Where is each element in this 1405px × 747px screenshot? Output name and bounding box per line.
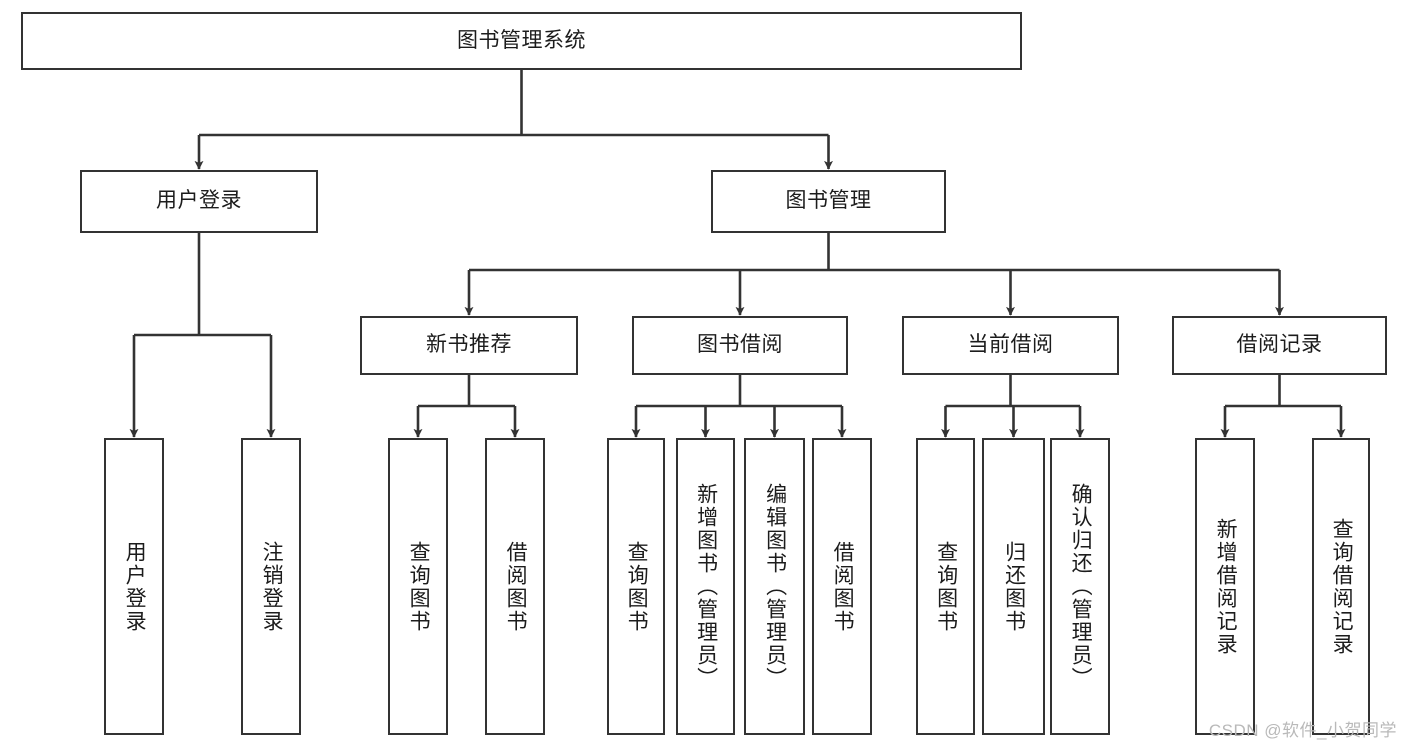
node-label-leaf-rec-add: 新增借阅记录	[1214, 517, 1238, 656]
node-label-leaf-bw-add: 新增图书（管理员）	[694, 483, 718, 690]
node-label-leaf-bw-edit: 编辑图书（管理员）	[763, 483, 787, 690]
node-label-records: 借阅记录	[1236, 333, 1323, 357]
node-label-leaf-user-login: 用户登录	[123, 540, 147, 633]
node-leaf-bw-borrow[interactable]: 借阅图书	[812, 438, 872, 735]
node-leaf-bw-add[interactable]: 新增图书（管理员）	[676, 438, 735, 735]
node-bookmgmt[interactable]: 图书管理	[711, 170, 946, 233]
node-current[interactable]: 当前借阅	[902, 316, 1119, 375]
node-label-leaf-nb-query: 查询图书	[407, 540, 431, 633]
node-label-leaf-cur-confirm: 确认归还（管理员）	[1069, 483, 1093, 690]
node-login[interactable]: 用户登录	[80, 170, 318, 233]
node-label-leaf-bw-borrow: 借阅图书	[831, 540, 855, 633]
node-root[interactable]: 图书管理系统	[21, 12, 1022, 70]
node-records[interactable]: 借阅记录	[1172, 316, 1387, 375]
node-label-newbook: 新书推荐	[426, 333, 512, 357]
node-leaf-user-login[interactable]: 用户登录	[104, 438, 164, 735]
node-newbook[interactable]: 新书推荐	[360, 316, 578, 375]
edge-group	[129, 70, 1346, 438]
node-leaf-cur-return[interactable]: 归还图书	[982, 438, 1045, 735]
node-leaf-cur-confirm[interactable]: 确认归还（管理员）	[1050, 438, 1110, 735]
node-leaf-bw-query[interactable]: 查询图书	[607, 438, 665, 735]
node-leaf-nb-query[interactable]: 查询图书	[388, 438, 448, 735]
node-label-leaf-cur-return: 归还图书	[1002, 540, 1026, 633]
node-label-leaf-user-logout: 注销登录	[260, 540, 284, 633]
node-label-leaf-rec-query: 查询借阅记录	[1330, 517, 1354, 656]
node-label-borrow: 图书借阅	[697, 333, 783, 357]
node-leaf-nb-borrow[interactable]: 借阅图书	[485, 438, 545, 735]
node-leaf-user-logout[interactable]: 注销登录	[241, 438, 301, 735]
node-leaf-rec-query[interactable]: 查询借阅记录	[1312, 438, 1370, 735]
node-label-root: 图书管理系统	[457, 28, 586, 52]
node-leaf-bw-edit[interactable]: 编辑图书（管理员）	[744, 438, 805, 735]
node-label-leaf-bw-query: 查询图书	[625, 540, 649, 633]
node-leaf-cur-query[interactable]: 查询图书	[916, 438, 975, 735]
node-label-bookmgmt: 图书管理	[785, 189, 872, 213]
node-label-current: 当前借阅	[967, 333, 1054, 357]
node-label-leaf-cur-query: 查询图书	[934, 540, 958, 633]
node-borrow[interactable]: 图书借阅	[632, 316, 848, 375]
node-label-login: 用户登录	[156, 189, 242, 213]
node-label-leaf-nb-borrow: 借阅图书	[504, 540, 528, 633]
node-leaf-rec-add[interactable]: 新增借阅记录	[1195, 438, 1255, 735]
